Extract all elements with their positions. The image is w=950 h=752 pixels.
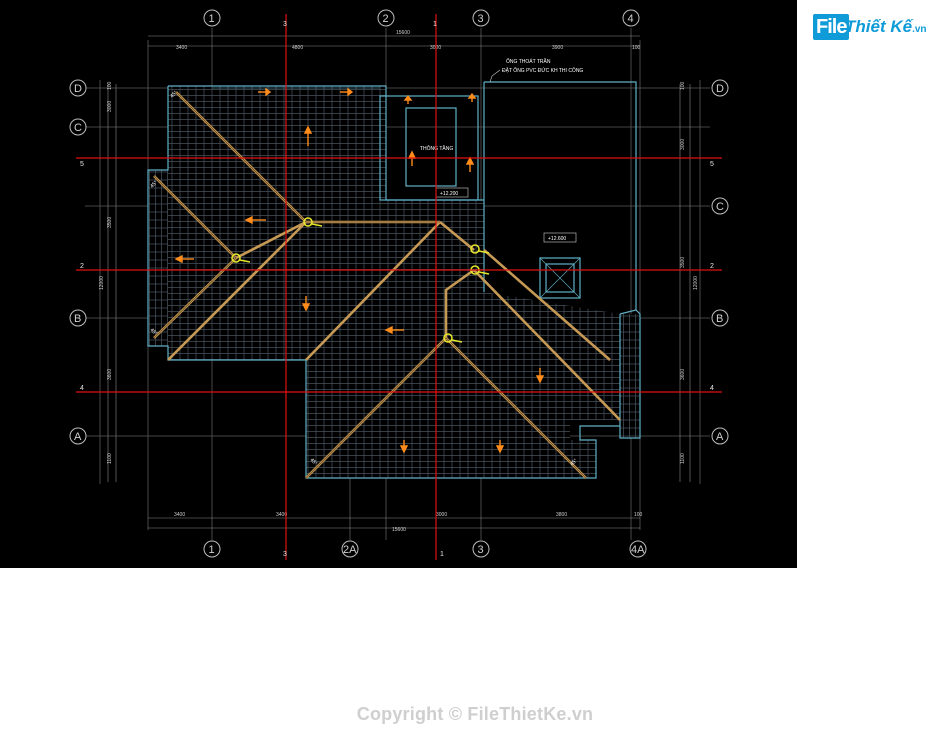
grid-bubble-top-1: 1 bbox=[209, 13, 215, 25]
dim-top-total: 15600 bbox=[396, 30, 410, 36]
dim-right-1: 100 bbox=[680, 81, 686, 90]
dim-left-group: 100 3000 3500 3600 1100 12000 bbox=[99, 81, 113, 464]
grid-bubble-bottom-4: 4A bbox=[631, 544, 645, 556]
slope-angle-labels: 45° 45° 45° 45° 45° bbox=[149, 90, 579, 468]
dim-right-4: 3600 bbox=[680, 369, 686, 380]
red-axis-top-1: 3 bbox=[283, 21, 287, 28]
logo-name: Thiết Kế bbox=[845, 17, 913, 36]
red-axis-top-2: 1 bbox=[433, 21, 437, 28]
cad-drawing-canvas: 15600 3400 4800 3000 3900 100 3400 3400 … bbox=[0, 0, 797, 568]
dim-bottom-1: 3400 bbox=[174, 512, 185, 518]
dim-bottom-4: 3800 bbox=[556, 512, 567, 518]
grid-bubble-left-d: D bbox=[74, 83, 82, 95]
note-line-1: ỐNG THOÁT TRẦN bbox=[506, 58, 551, 65]
red-axis-left-3: 4 bbox=[80, 385, 84, 392]
dim-right-group: 100 3000 3500 3600 1100 12000 bbox=[680, 81, 699, 464]
slope-label-2: 45° bbox=[149, 180, 159, 190]
grid-bubble-right-a: A bbox=[716, 431, 724, 443]
grid-bubble-left-b: B bbox=[74, 313, 81, 325]
dim-top-2: 4800 bbox=[292, 45, 303, 51]
level-tag-2: +12.600 bbox=[548, 236, 566, 242]
dim-left-5: 1100 bbox=[107, 453, 113, 464]
dimension-lines bbox=[107, 35, 691, 529]
slope-label-1: 45° bbox=[169, 90, 179, 100]
dim-right-3: 3500 bbox=[680, 257, 686, 268]
red-axis-bottom-1: 3 bbox=[283, 551, 287, 558]
slope-label-3: 45° bbox=[149, 327, 159, 337]
dim-left-2: 3000 bbox=[107, 101, 113, 112]
dim-left-total: 12000 bbox=[99, 276, 105, 290]
red-axis-lines bbox=[76, 14, 722, 560]
logo-suffix: .vn bbox=[912, 24, 927, 35]
grid-bubble-top-3: 3 bbox=[478, 13, 484, 25]
grid-bubble-left-c: C bbox=[74, 122, 82, 134]
red-axis-left-2: 2 bbox=[80, 263, 84, 270]
grid-bubble-right-c: C bbox=[716, 201, 724, 213]
dim-bottom-5: 100 bbox=[634, 512, 643, 518]
note-leader bbox=[489, 69, 501, 83]
dim-right-total: 12000 bbox=[693, 276, 699, 290]
red-axis-left-1: 5 bbox=[80, 161, 84, 168]
roof-plan-drawing: 15600 3400 4800 3000 3900 100 3400 3400 … bbox=[69, 9, 729, 560]
red-axis-bottom-2: 1 bbox=[440, 551, 444, 558]
grid-bubble-bottom-2: 2A bbox=[343, 544, 357, 556]
dim-top-5: 100 bbox=[632, 45, 641, 51]
logo-box: File bbox=[813, 14, 850, 40]
level-tag-1: +12.200 bbox=[440, 191, 458, 197]
dim-right-2: 3000 bbox=[680, 139, 686, 150]
logo-name-wrap: Thiết Kế.vn bbox=[845, 17, 927, 37]
grid-bubble-top-2: 2 bbox=[383, 13, 389, 25]
roof-ridge-edges bbox=[153, 91, 587, 479]
grid-bubbles bbox=[69, 9, 729, 558]
dim-left-3: 3500 bbox=[107, 217, 113, 228]
dim-bottom-2: 3400 bbox=[276, 512, 287, 518]
red-axis-right-3: 4 bbox=[710, 385, 714, 392]
dim-right-5: 1100 bbox=[680, 453, 686, 464]
copyright-watermark: Copyright © FileThietKe.vn bbox=[356, 704, 594, 724]
dim-top-1: 3400 bbox=[176, 45, 187, 51]
grid-bubble-right-d: D bbox=[716, 83, 724, 95]
dim-bottom-3: 3000 bbox=[436, 512, 447, 518]
slope-label-4: 45° bbox=[309, 457, 319, 467]
dim-left-4: 3600 bbox=[107, 369, 113, 380]
grid-bubble-right-b: B bbox=[716, 313, 723, 325]
dim-bottom-total: 15600 bbox=[392, 527, 406, 533]
grid-bubble-left-a: A bbox=[74, 431, 82, 443]
roof-planes bbox=[148, 86, 640, 478]
grid-bubble-bottom-1: 1 bbox=[209, 544, 215, 556]
red-axis-right-2: 2 bbox=[710, 263, 714, 270]
red-axis-right-1: 5 bbox=[710, 161, 714, 168]
dim-left-1: 100 bbox=[107, 81, 113, 90]
slope-label-5: 45° bbox=[569, 458, 579, 468]
site-logo[interactable]: File Thiết Kế.vn bbox=[813, 14, 943, 44]
grid-bubble-top-4: 4 bbox=[628, 13, 634, 25]
note-line-2: ĐẶT ỐNG PVC ĐỨC KH THI CÔNG bbox=[502, 67, 583, 74]
grid-bubble-bottom-3: 3 bbox=[478, 544, 484, 556]
stair-opening-label: THÔNG TẦNG bbox=[420, 145, 453, 152]
dim-top-4: 3900 bbox=[552, 45, 563, 51]
level-tag-2-box bbox=[543, 232, 577, 243]
roof-outline bbox=[147, 81, 641, 479]
slope-arrows bbox=[174, 87, 545, 454]
